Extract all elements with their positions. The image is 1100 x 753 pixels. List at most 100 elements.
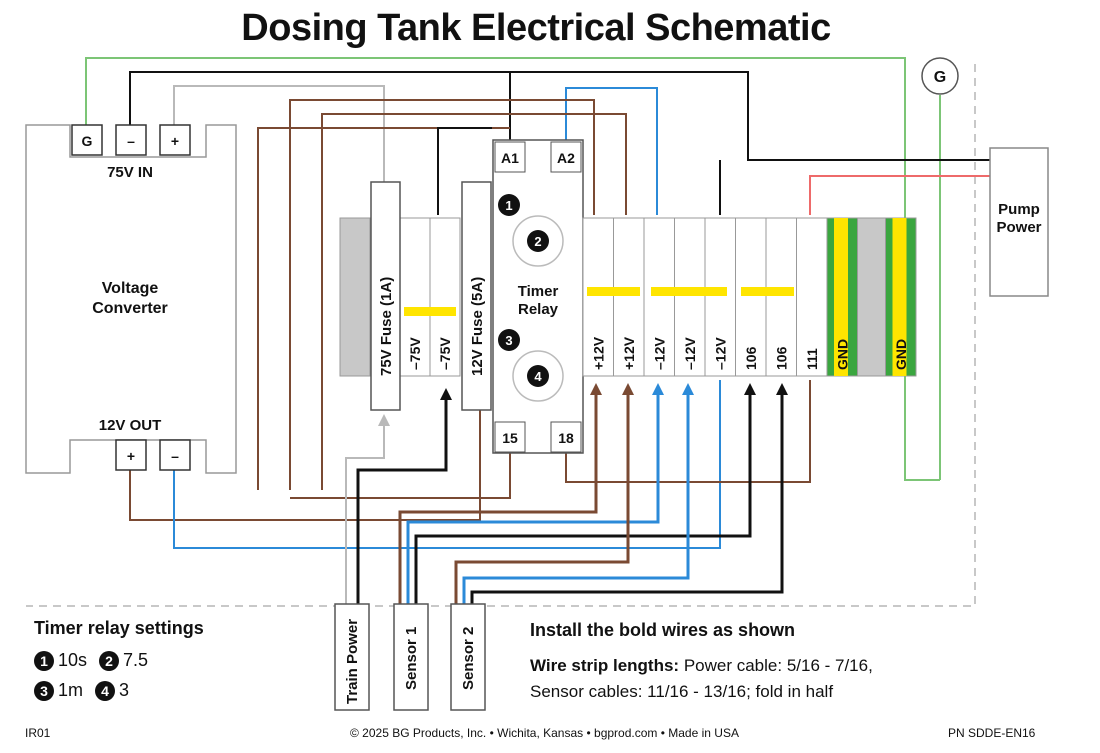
converter-terminal-pos-in	[159, 124, 191, 156]
terminal-label-11: GND	[834, 339, 850, 370]
terminal-75v-b-label: –75V	[437, 337, 453, 370]
relay-18-label: 18	[558, 430, 574, 446]
terminal-7	[704, 217, 736, 377]
pump-power-line1: Pump	[998, 201, 1040, 218]
ground-circle	[921, 57, 959, 95]
setting-marker-4: 4	[95, 680, 116, 701]
relay-marker-4	[527, 365, 549, 387]
arrow-brown-2	[622, 383, 634, 395]
wire-green-ground	[85, 57, 940, 481]
fuse-75v-label: 75V Fuse (1A)	[378, 277, 395, 376]
relay-marker-1	[498, 194, 520, 216]
converter-terminal-neg-out-label: –	[171, 448, 179, 464]
strip-lengths-line2: Sensor cables: 11/16 - 13/16; fold in ha…	[530, 682, 834, 701]
wire-brown-loop	[257, 127, 510, 490]
wire-black-train	[356, 395, 448, 604]
arrow-blue-1	[652, 383, 664, 395]
converter-out-label: 12V OUT	[99, 417, 162, 434]
settings-title: Timer relay settings	[34, 618, 204, 638]
wire-black-s1	[414, 390, 752, 604]
terminal-4	[613, 217, 645, 377]
setting-marker-2: 2	[99, 650, 120, 671]
converter-terminal-pos-out	[115, 439, 147, 471]
settings-row-1: 1 10s 2 7.5	[34, 650, 148, 671]
ground-label: G	[934, 69, 946, 86]
ground-symbol: G	[921, 57, 959, 95]
relay-name-line1: Timer	[518, 283, 559, 300]
wire-black-fuse	[437, 127, 492, 215]
wire-brown-s2	[454, 390, 630, 604]
cable-tag-sensor-2	[450, 603, 486, 711]
pump-power-body	[989, 147, 1049, 297]
cable-train-power-label: Train Power	[344, 619, 361, 704]
relay-marker-2	[527, 230, 549, 252]
strip-lengths-line1: Wire strip lengths: Power cable: 5/16 - …	[530, 656, 873, 676]
cable-sensor-1-label: Sensor 1	[403, 627, 420, 690]
converter-terminal-g	[71, 124, 103, 156]
terminal-6	[674, 217, 706, 377]
terminal-label-3: +12V	[590, 336, 606, 370]
gnd-stripe-12	[892, 218, 907, 376]
relay-15-label: 15	[502, 430, 518, 446]
setting-value-2: 7.5	[123, 650, 149, 670]
terminal-75v-b	[429, 217, 461, 377]
wire-arrows	[378, 383, 788, 426]
voltage-converter: G – + 75V IN Voltage Converter 12V OUT +…	[25, 124, 237, 474]
fuse-12v-label: 12V Fuse (5A)	[469, 277, 486, 376]
cable-sensor-2-label: Sensor 2	[460, 627, 477, 690]
jumper-bar-1	[587, 287, 640, 296]
converter-name-line2: Converter	[92, 300, 168, 317]
arrow-blue-2	[682, 383, 694, 395]
footer-copyright: © 2025 BG Products, Inc. • Wichita, Kans…	[350, 726, 739, 740]
wire-layer	[85, 57, 990, 604]
wire-blue-s2	[462, 390, 690, 604]
cable-tags: Train Power Sensor 1 Sensor 2	[334, 603, 486, 711]
terminal-label-4: +12V	[621, 336, 637, 370]
jumper-bar-2	[651, 287, 727, 296]
jumper-75v	[404, 307, 456, 316]
wire-brown-mid	[321, 113, 627, 490]
footer-part-number: PN SDDE-EN16	[948, 726, 1036, 740]
terminal-label-12: GND	[893, 339, 909, 370]
arrow-black-fuse	[440, 388, 452, 400]
timer-relay: A1 A2 1 2 Timer Relay 3 4 15 18	[492, 139, 584, 454]
relay-terminal-a2	[550, 141, 582, 173]
converter-terminal-pos-in-label: +	[171, 133, 179, 149]
pump-power-line2: Power	[996, 219, 1041, 236]
arrow-gray-fuse	[378, 414, 390, 426]
end-stop-left	[339, 217, 371, 377]
schematic-title: Dosing Tank Electrical Schematic	[241, 7, 831, 49]
cable-tag-train-power	[334, 603, 370, 711]
terminal-label-5: –12V	[651, 337, 667, 370]
wire-black-75v-neg	[129, 71, 990, 161]
wire-blue-s1	[406, 390, 660, 604]
converter-name-line1: Voltage	[102, 280, 159, 297]
converter-terminal-neg-in	[115, 124, 147, 156]
cable-tag-sensor-1	[393, 603, 429, 711]
terminal-8	[735, 217, 767, 377]
wire-brown-relay15	[290, 452, 511, 499]
wire-gray-75v-pos	[173, 85, 385, 182]
terminal-75v-a-label: –75V	[407, 337, 423, 370]
relay-terminal-18	[550, 421, 582, 453]
relay-a2-label: A2	[557, 150, 575, 166]
arrow-brown-1	[590, 383, 602, 395]
terminal-label-9: 106	[773, 346, 789, 370]
converter-terminal-pos-out-label: +	[127, 448, 135, 464]
install-note: Install the bold wires as shown	[530, 620, 796, 640]
relay-name-line2: Relay	[518, 301, 559, 318]
wire-black-s2	[470, 390, 784, 604]
relay-terminal-a1	[494, 141, 526, 173]
setting-value-3: 1m	[58, 680, 84, 700]
relay-a1-label: A1	[501, 150, 519, 166]
terminal-label-10: 111	[804, 348, 820, 370]
relay-marker-2-text: 2	[534, 234, 541, 249]
wire-blue-12v-out	[173, 380, 721, 549]
terminal-3	[582, 217, 614, 377]
converter-body	[25, 124, 237, 474]
relay-marker-3	[498, 329, 520, 351]
terminal-label-6: –12V	[682, 337, 698, 370]
setting-value-4: 3	[119, 680, 130, 700]
